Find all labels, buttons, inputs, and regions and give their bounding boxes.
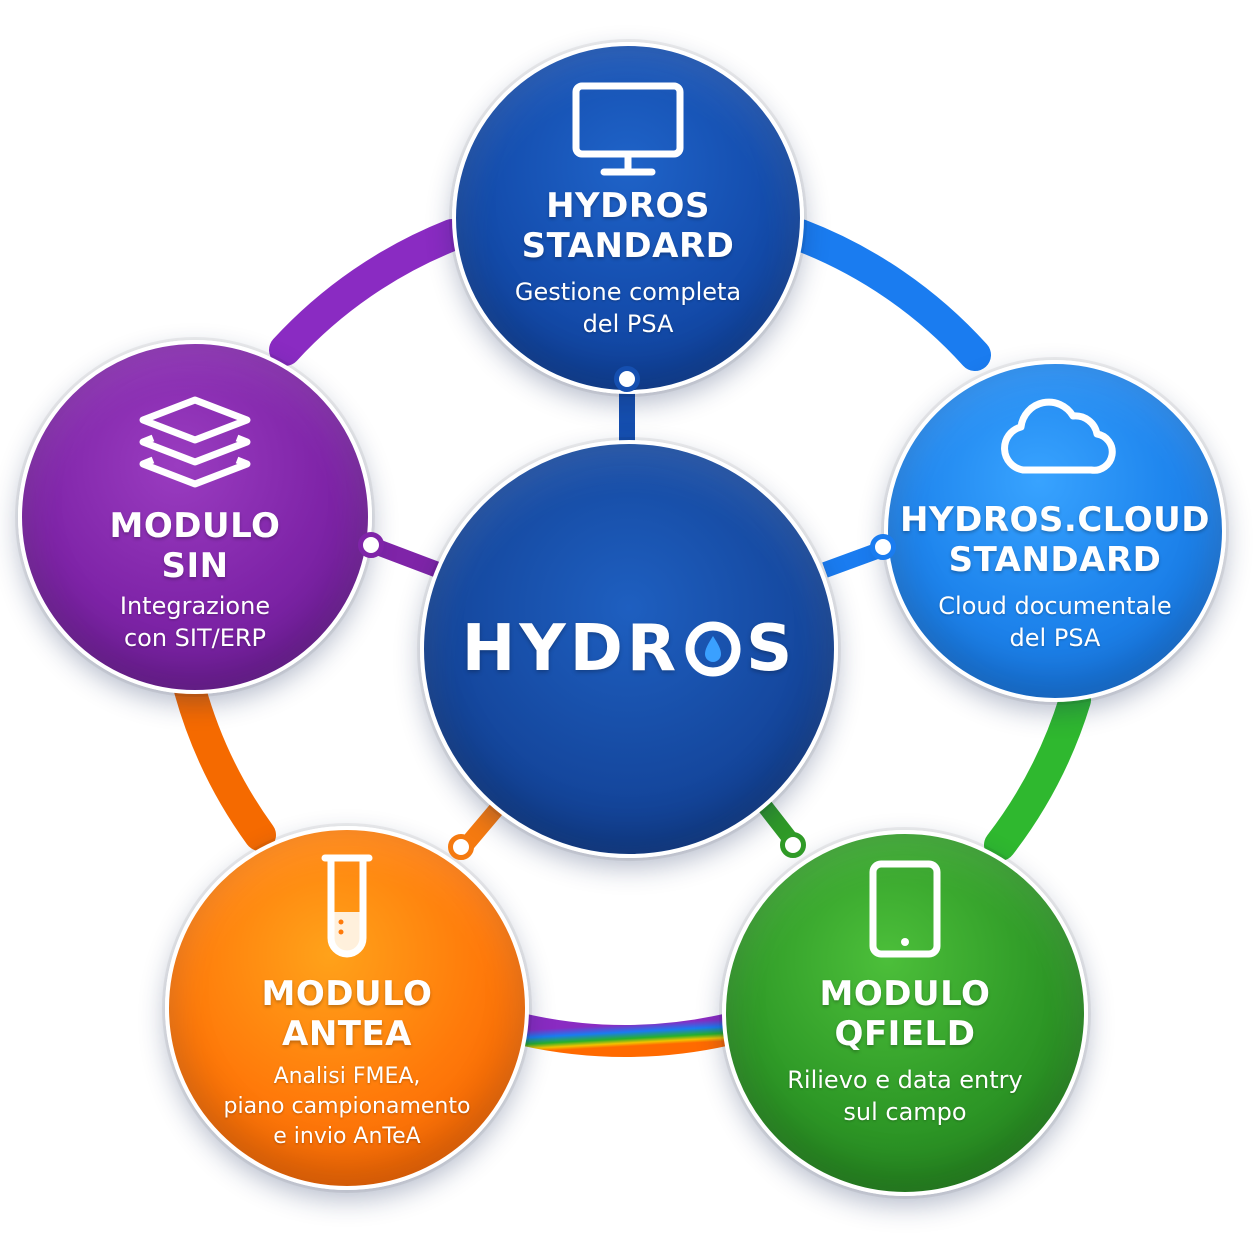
modulo-sin-node[interactable]: MODULO SIN Integrazione con SIT/ERP — [18, 340, 372, 694]
water-drop-o-icon — [684, 620, 742, 678]
monitor-icon — [572, 82, 684, 176]
ring-segment-antea-sin — [174, 674, 276, 851]
node-title: MODULO QFIELD — [819, 974, 991, 1054]
hydros-standard-node[interactable]: HYDROS STANDARD Gestione completa del PS… — [452, 42, 804, 394]
node-title: MODULO SIN — [109, 506, 281, 586]
ring-segment-qfield-antea — [509, 1014, 741, 1057]
ring-segment-cloud-qfield — [984, 684, 1091, 861]
modulo-qfield-node[interactable]: MODULO QFIELD Rilievo e data entry sul c… — [722, 830, 1088, 1196]
connector-dot-standard — [614, 366, 640, 392]
ring-segment-standard-cloud — [784, 219, 991, 371]
modulo-antea-node[interactable]: MODULO ANTEA Analisi FMEA, piano campion… — [165, 826, 529, 1190]
connector-dot-sin — [358, 532, 384, 558]
test-tube-icon — [321, 854, 373, 958]
logo-text-start: HYDR — [461, 612, 681, 686]
hydros-logo: HYDR S — [462, 612, 796, 686]
node-description: Gestione completa del PSA — [514, 278, 742, 338]
logo-text-end: S — [746, 612, 797, 686]
node-description: Rilievo e data entry sul campo — [787, 1066, 1023, 1126]
node-title: HYDROS.CLOUD STANDARD — [900, 500, 1210, 580]
connector-dot-cloud — [870, 534, 896, 560]
node-description: Analisi FMEA, piano campionamento e invi… — [223, 1064, 471, 1149]
tablet-icon — [869, 860, 941, 958]
connector-dot-antea — [448, 834, 474, 860]
node-title: MODULO ANTEA — [261, 974, 433, 1054]
cloud-icon — [1001, 398, 1116, 474]
layers-icon — [139, 396, 251, 488]
node-title: HYDROS STANDARD — [521, 186, 735, 266]
hydros-cloud-standard-node[interactable]: HYDROS.CLOUD STANDARD Cloud documentale … — [884, 360, 1226, 702]
hydros-center-node[interactable]: HYDR S — [420, 440, 838, 858]
ring-segment-sin-standard — [269, 219, 468, 366]
node-description: Cloud documentale del PSA — [938, 592, 1172, 652]
connector-dot-qfield — [780, 832, 806, 858]
node-description: Integrazione con SIT/ERP — [119, 592, 271, 652]
